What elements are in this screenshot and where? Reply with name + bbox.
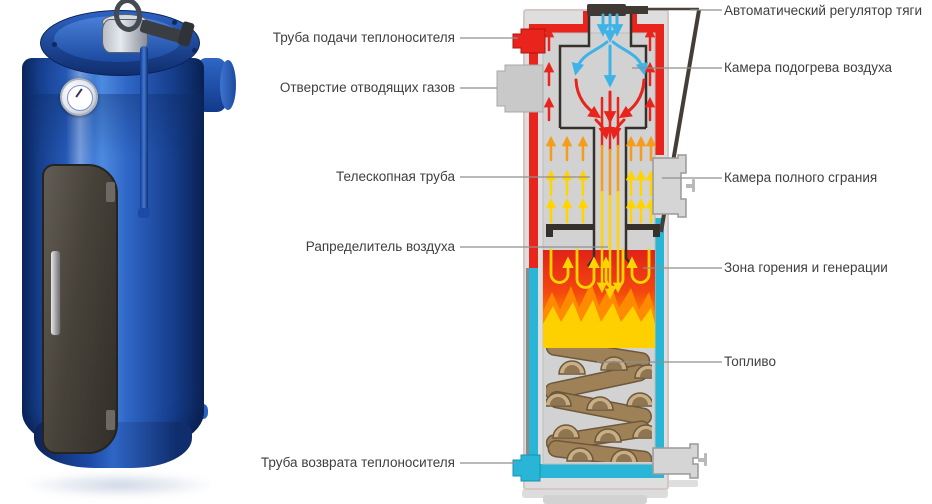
cap-bolt <box>172 20 177 25</box>
boiler-photo <box>14 0 248 504</box>
label-full-combustion: Камера полного сграния <box>724 170 878 185</box>
flue-gas-opening <box>496 64 544 113</box>
preheat-chamber-and-telescopic-pipe <box>558 14 648 267</box>
secondary-combustion-door <box>652 154 695 218</box>
cap-bolt <box>192 48 197 53</box>
air-distributor <box>546 224 660 237</box>
label-draft-regulator: Автоматический регулятор тяги <box>724 3 923 18</box>
return-pipe-stub <box>512 454 541 482</box>
label-flue-opening: Отверстие отводящих газов <box>279 80 455 95</box>
front-downpipe-end <box>138 208 150 218</box>
cap-bolt <box>52 42 57 47</box>
floor-reflection <box>22 472 218 498</box>
label-fuel: Топливо <box>724 354 776 369</box>
label-air-distributor: Рапределитель воздуха <box>305 239 455 254</box>
label-preheat-chamber: Камера подогрева воздуха <box>724 60 893 75</box>
temperature-gauge <box>60 78 98 116</box>
label-burning-zone: Зона горения и генерации <box>724 260 888 275</box>
side-flange-end <box>220 60 236 110</box>
label-return-pipe: Труба возврата теплоносителя <box>260 455 455 470</box>
label-supply-pipe: Труба подачи теплоносителя <box>272 30 455 45</box>
door-hinge <box>106 410 115 430</box>
flames <box>543 282 655 348</box>
door-handle <box>50 250 61 336</box>
supply-pipe-stub <box>512 28 546 54</box>
boiler-schematic <box>460 4 722 504</box>
body-shade-band <box>22 94 204 156</box>
door-hinge <box>106 182 115 202</box>
leader-lines <box>460 9 722 464</box>
label-telescopic-pipe: Телескопная труба <box>336 169 455 184</box>
burning-zone-arrows <box>549 248 651 289</box>
ash-door <box>652 443 707 479</box>
front-downpipe <box>140 46 148 212</box>
pipe-air-streams <box>596 94 624 300</box>
